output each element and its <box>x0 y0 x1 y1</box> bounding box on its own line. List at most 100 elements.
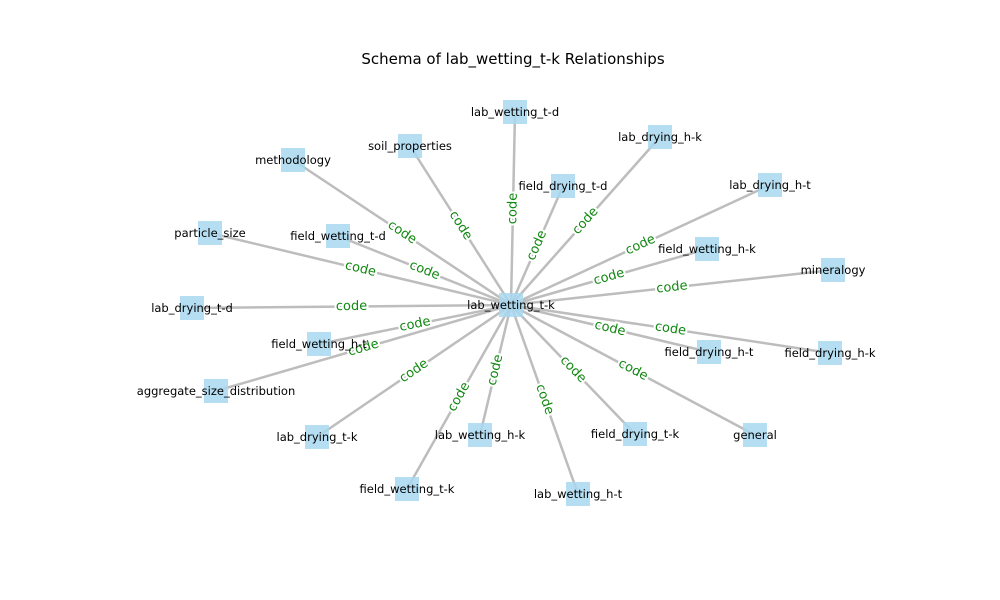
edge-lab_drying_h-k <box>510 136 661 306</box>
diagram-title: Schema of lab_wetting_t-k Relationships <box>361 50 664 69</box>
edge-soil_properties <box>408 145 513 306</box>
node-marker <box>818 341 842 365</box>
node-label: lab_drying_t-d <box>151 301 233 315</box>
edge-label-field_wetting_t-k: code <box>445 380 473 415</box>
node-marker <box>503 100 527 124</box>
node-particle_size[interactable]: particle_size <box>174 221 246 245</box>
node-lab_wetting_h-t[interactable]: lab_wetting_h-t <box>534 482 623 506</box>
edge-label-lab_drying_h-t: code <box>623 232 658 259</box>
node-field_drying_h-k[interactable]: field_drying_h-k <box>784 341 876 365</box>
node-label: soil_properties <box>368 139 452 153</box>
node-aggregate_size_distribution[interactable]: aggregate_size_distribution <box>137 379 295 403</box>
node-field_wetting_h-k[interactable]: field_wetting_h-k <box>658 237 756 261</box>
edge-label-mineralogy: code <box>656 278 689 296</box>
node-label: field_drying_t-k <box>591 427 680 441</box>
edge-field_drying_h-k <box>510 303 831 355</box>
edge-label-lab_wetting_h-t: code <box>532 382 557 417</box>
node-methodology[interactable]: methodology <box>255 148 331 172</box>
node-label: lab_wetting_t-k <box>467 298 555 312</box>
nodes-layer: lab_wetting_t-d lab_drying_h-k soil_proper… <box>137 100 876 506</box>
node-marker <box>821 258 845 282</box>
node-marker <box>326 224 350 248</box>
node-label: lab_wetting_h-k <box>435 428 526 442</box>
node-label: methodology <box>255 153 331 167</box>
node-label: field_drying_h-k <box>784 346 875 360</box>
edge-label-field_wetting_h-k: code <box>592 265 626 288</box>
edge-label-lab_drying_t-k: code <box>397 356 431 386</box>
node-field_drying_t-k[interactable]: field_drying_t-k <box>591 422 680 446</box>
node-field_drying_h-t[interactable]: field_drying_h-t <box>665 340 754 364</box>
node-soil_properties[interactable]: soil_properties <box>368 134 452 158</box>
node-marker <box>623 422 647 446</box>
node-label: field_wetting_h-k <box>658 242 756 256</box>
node-lab_drying_h-k[interactable]: lab_drying_h-k <box>618 125 702 149</box>
node-label: particle_size <box>174 226 245 240</box>
node-field_wetting_t-d[interactable]: field_wetting_t-d <box>290 224 386 248</box>
node-label: lab_drying_t-k <box>277 430 358 444</box>
node-marker <box>648 125 672 149</box>
node-marker <box>468 423 492 447</box>
node-field_wetting_t-k[interactable]: field_wetting_t-k <box>360 477 455 501</box>
node-lab_wetting_t-d[interactable]: lab_wetting_t-d <box>471 100 559 124</box>
edge-label-field_drying_h-k: code <box>654 319 687 339</box>
node-general[interactable]: general <box>733 423 777 447</box>
node-marker <box>305 425 329 449</box>
node-label: field_drying_t-d <box>519 179 608 193</box>
node-label: lab_wetting_t-d <box>471 105 559 119</box>
node-label: field_drying_h-t <box>665 345 754 359</box>
node-mineralogy[interactable]: mineralogy <box>801 258 866 282</box>
edge-general <box>510 303 756 437</box>
node-marker <box>743 423 767 447</box>
node-marker <box>180 296 204 320</box>
node-marker <box>398 134 422 158</box>
node-lab_wetting_t-k[interactable]: lab_wetting_t-k <box>467 293 555 317</box>
edge-field_wetting_h-t <box>318 303 512 346</box>
edge-label-lab_drying_t-d: code <box>336 299 367 314</box>
node-label: lab_wetting_h-t <box>534 487 623 501</box>
node-marker <box>307 332 331 356</box>
node-marker <box>697 340 721 364</box>
edge-field_drying_h-t <box>510 303 710 354</box>
edge-lab_wetting_h-t <box>509 304 580 495</box>
edge-lab_wetting_t-d <box>509 111 517 306</box>
edge-field_wetting_t-k <box>405 304 513 490</box>
edge-label-field_wetting_h-t: code <box>398 314 432 335</box>
edge-lab_drying_t-d <box>191 303 512 310</box>
node-lab_drying_t-d[interactable]: lab_drying_t-d <box>151 296 233 320</box>
node-label: lab_drying_h-t <box>729 178 811 192</box>
node-field_wetting_h-t[interactable]: field_wetting_h-t <box>271 332 367 356</box>
node-marker <box>198 221 222 245</box>
edge-label-lab_wetting_t-d: code <box>505 193 521 225</box>
edge-label-methodology: code <box>385 218 419 248</box>
node-label: general <box>733 428 777 442</box>
node-marker <box>695 237 719 261</box>
edge-label-lab_wetting_h-k: code <box>485 353 507 387</box>
node-marker <box>281 148 305 172</box>
edge-lab_drying_t-k <box>316 303 512 439</box>
node-lab_wetting_h-k[interactable]: lab_wetting_h-k <box>435 423 526 447</box>
node-lab_drying_h-t[interactable]: lab_drying_h-t <box>729 173 811 197</box>
edge-methodology <box>292 158 512 307</box>
edge-lab_drying_h-t <box>510 183 771 307</box>
edge-label-particle_size: code <box>344 258 378 280</box>
edge-label-general: code <box>616 356 651 384</box>
node-marker <box>499 293 523 317</box>
node-label: field_wetting_t-k <box>360 482 455 496</box>
node-label: lab_drying_h-k <box>618 130 702 144</box>
edge-field_drying_t-d <box>509 185 565 306</box>
edge-label-field_drying_t-d: code <box>524 228 550 263</box>
node-field_drying_t-d[interactable]: field_drying_t-d <box>519 174 608 198</box>
node-label: field_wetting_h-t <box>271 337 367 351</box>
edge-mineralogy <box>510 268 834 307</box>
node-marker <box>758 173 782 197</box>
node-marker <box>566 482 590 506</box>
node-label: mineralogy <box>801 263 866 277</box>
edge-aggregate_size_distribution <box>215 303 512 393</box>
edge-lab_wetting_h-k <box>478 304 513 436</box>
edge-label-field_wetting_t-d: code <box>407 258 442 284</box>
node-label: aggregate_size_distribution <box>137 384 295 398</box>
node-marker <box>204 379 228 403</box>
edge-label-soil_properties: code <box>446 208 475 243</box>
node-lab_drying_t-k[interactable]: lab_drying_t-k <box>277 425 358 449</box>
